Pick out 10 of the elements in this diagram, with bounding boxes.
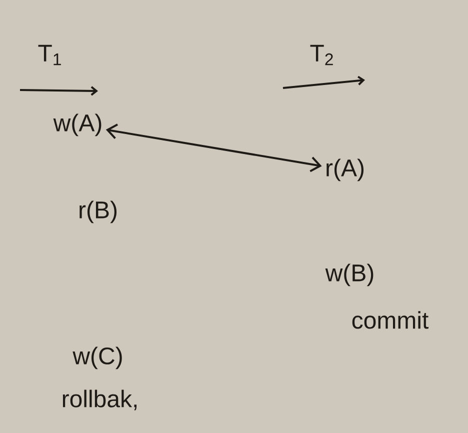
arrow bbox=[106, 124, 322, 172]
operation-text: w(C) bbox=[72, 346, 122, 370]
operation-text: r(A) bbox=[326, 158, 364, 182]
operation-text: rollbak, bbox=[62, 390, 137, 410]
operation-text: w(A) bbox=[53, 114, 102, 136]
heading: T$_{1}$ bbox=[38, 44, 61, 66]
operation-text: r(B) bbox=[80, 200, 117, 224]
operation-text: w(B) bbox=[325, 264, 374, 286]
operation-text: commit bbox=[352, 311, 428, 329]
heading: T$_{2}$ bbox=[310, 44, 333, 66]
